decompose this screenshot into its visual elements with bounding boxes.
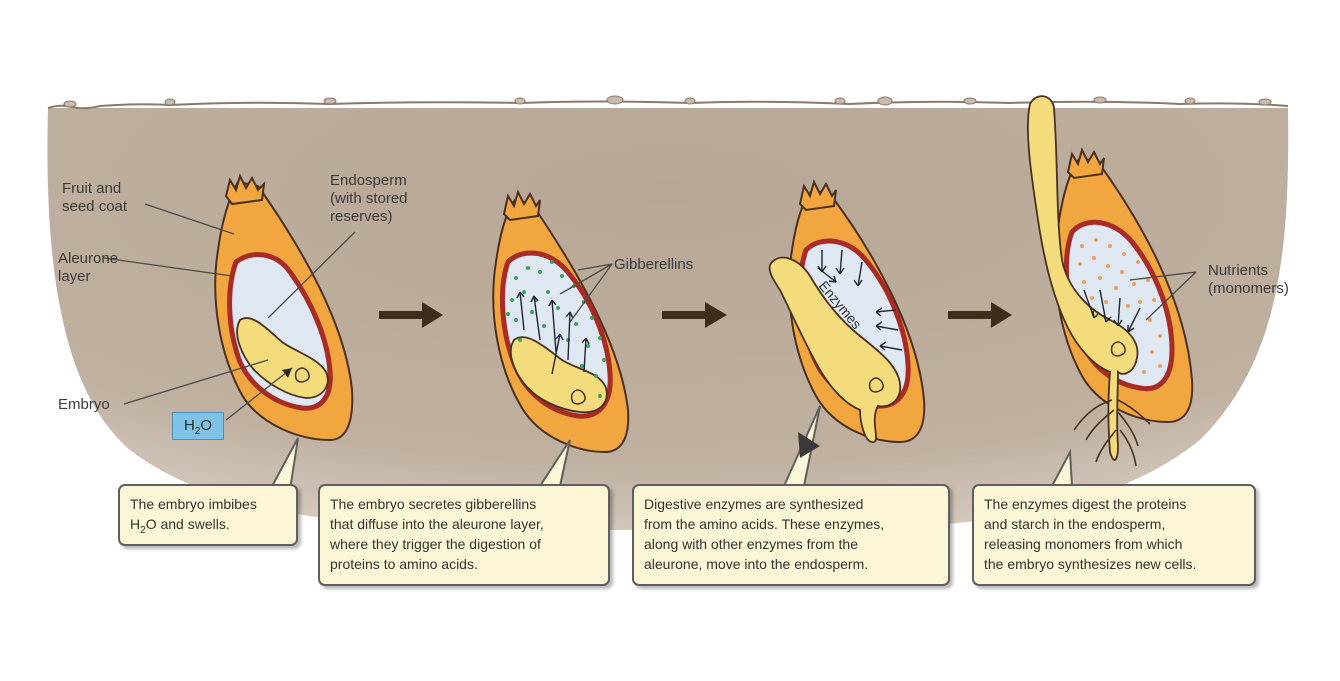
process-arrow-3 xyxy=(948,302,1012,328)
embryo-label: Embryo xyxy=(58,396,110,413)
seed-tip xyxy=(798,179,837,212)
nutrient-dots xyxy=(1078,238,1162,374)
seed-tip xyxy=(502,189,541,222)
caption-stage-2: The embryo secretes gibberellins that di… xyxy=(318,484,610,586)
seed-tip xyxy=(1066,147,1105,180)
enzyme-arrows xyxy=(817,249,903,351)
h2o-arrowhead xyxy=(282,368,292,378)
caption-h2o: H xyxy=(130,516,141,532)
nutrients-label: Nutrients (monomers) xyxy=(1208,262,1289,297)
caption-stage-1: The embryo imbibes H2O and swells. xyxy=(118,484,298,546)
caption-stage-3: Digestive enzymes are synthesized from t… xyxy=(632,484,950,586)
leader-lines xyxy=(103,203,1197,421)
cursor-pointer xyxy=(798,432,820,458)
nutrient-arrows xyxy=(1083,289,1141,333)
fruit-seed-coat-label: Fruit and seed coat xyxy=(62,180,128,215)
seed-stage-3: Enzymes xyxy=(768,179,926,444)
process-arrow-2 xyxy=(662,302,727,328)
soil-surface xyxy=(47,100,1289,110)
caption-text: The embryo imbibes xyxy=(130,496,257,512)
endosperm-label: Endosperm (with stored reserves) xyxy=(330,172,408,225)
shoot xyxy=(1026,95,1139,461)
embryo-radicle xyxy=(1110,341,1126,357)
h2o-text: H xyxy=(183,417,195,434)
seed-stage-4 xyxy=(1026,95,1194,467)
seed-stage-2 xyxy=(492,189,630,454)
caption-text: The enzymes digest the proteins and star… xyxy=(984,496,1197,572)
embryo-radicle xyxy=(570,389,586,405)
process-arrow-1 xyxy=(379,302,443,328)
h2o-subscript: 2 xyxy=(194,426,201,437)
seed-tip xyxy=(224,173,266,206)
caption-text: The embryo secretes gibberellins that di… xyxy=(330,496,544,572)
gibberellin-arrows xyxy=(516,291,590,375)
roots xyxy=(1073,399,1151,467)
caption-h2o-sub: 2 xyxy=(140,524,146,536)
embryo-radicle xyxy=(294,367,310,383)
h2o-text-end: O xyxy=(200,417,213,434)
gibberellins-label: Gibberellins xyxy=(614,256,694,273)
caption-stage-4: The enzymes digest the proteins and star… xyxy=(972,484,1256,586)
caption-text-rest: O and swells. xyxy=(145,516,230,532)
h2o-badge: H2O xyxy=(172,412,224,440)
embryo xyxy=(236,317,329,399)
caption-text: Digestive enzymes are synthesized from t… xyxy=(644,496,885,572)
soil-pebbles xyxy=(63,95,1272,108)
coleoptile xyxy=(768,256,902,443)
embryo-radicle xyxy=(868,377,884,393)
aleurone-layer-label: Aleurone layer xyxy=(58,250,119,285)
seed-stage-1 xyxy=(214,173,354,442)
